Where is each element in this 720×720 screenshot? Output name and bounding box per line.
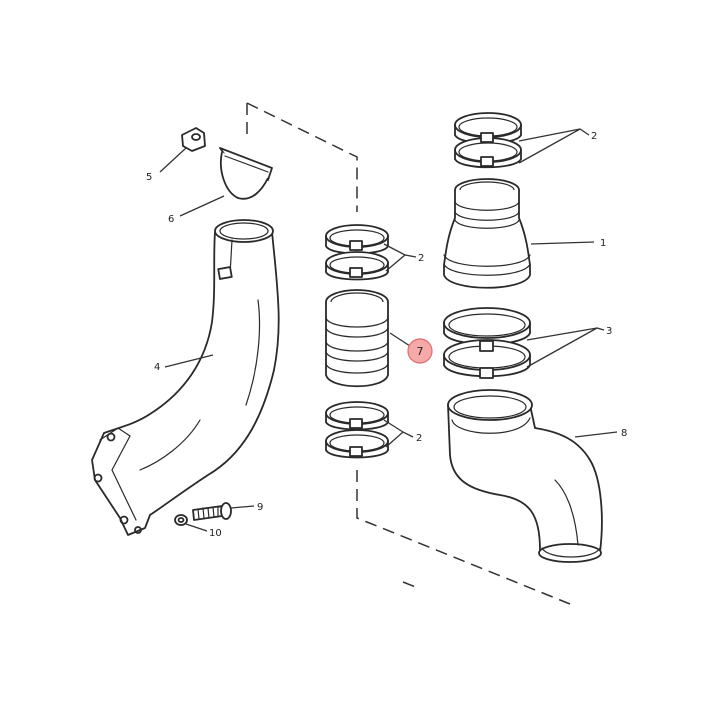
hose-clamps-top-right-part-2: [454, 112, 590, 169]
label-part-6: 6: [168, 214, 174, 225]
hose-part-7: [325, 289, 411, 388]
label-part-3: 3: [606, 326, 612, 337]
bellows-hose-part-1: [443, 178, 595, 289]
label-part-2-upper-middle: 2: [418, 253, 424, 264]
hose-clamps-lower-middle-part-2: [325, 401, 414, 459]
part-labels: 1 2 2 2 3 4 5 6 8 9 10: [146, 131, 627, 539]
label-part-10: 10: [209, 528, 222, 539]
hose-clamps-upper-middle-part-2: [325, 224, 417, 281]
highlight-circle: [407, 338, 433, 364]
highlighted-part-7-marker[interactable]: 7: [407, 338, 433, 364]
label-part-1: 1: [600, 238, 606, 249]
label-part-2-top-right: 2: [591, 131, 597, 142]
washer-part-10: [174, 514, 208, 532]
label-part-4: 4: [154, 362, 160, 373]
exhaust-elbow-part-4: [91, 219, 280, 536]
elbow-hose-part-8: [447, 389, 618, 563]
label-part-2-lower-middle: 2: [416, 433, 422, 444]
label-part-8: 8: [621, 428, 627, 439]
flap-cover-part-6: [179, 147, 273, 217]
label-part-7: 7: [417, 345, 424, 358]
assembly-dashed-lines: [246, 102, 571, 605]
bolt-part-9: [192, 502, 255, 521]
label-part-5: 5: [146, 172, 152, 183]
nut-part-5: [159, 127, 206, 173]
label-part-9: 9: [257, 502, 263, 513]
hose-clamps-right-part-3: [443, 307, 605, 379]
